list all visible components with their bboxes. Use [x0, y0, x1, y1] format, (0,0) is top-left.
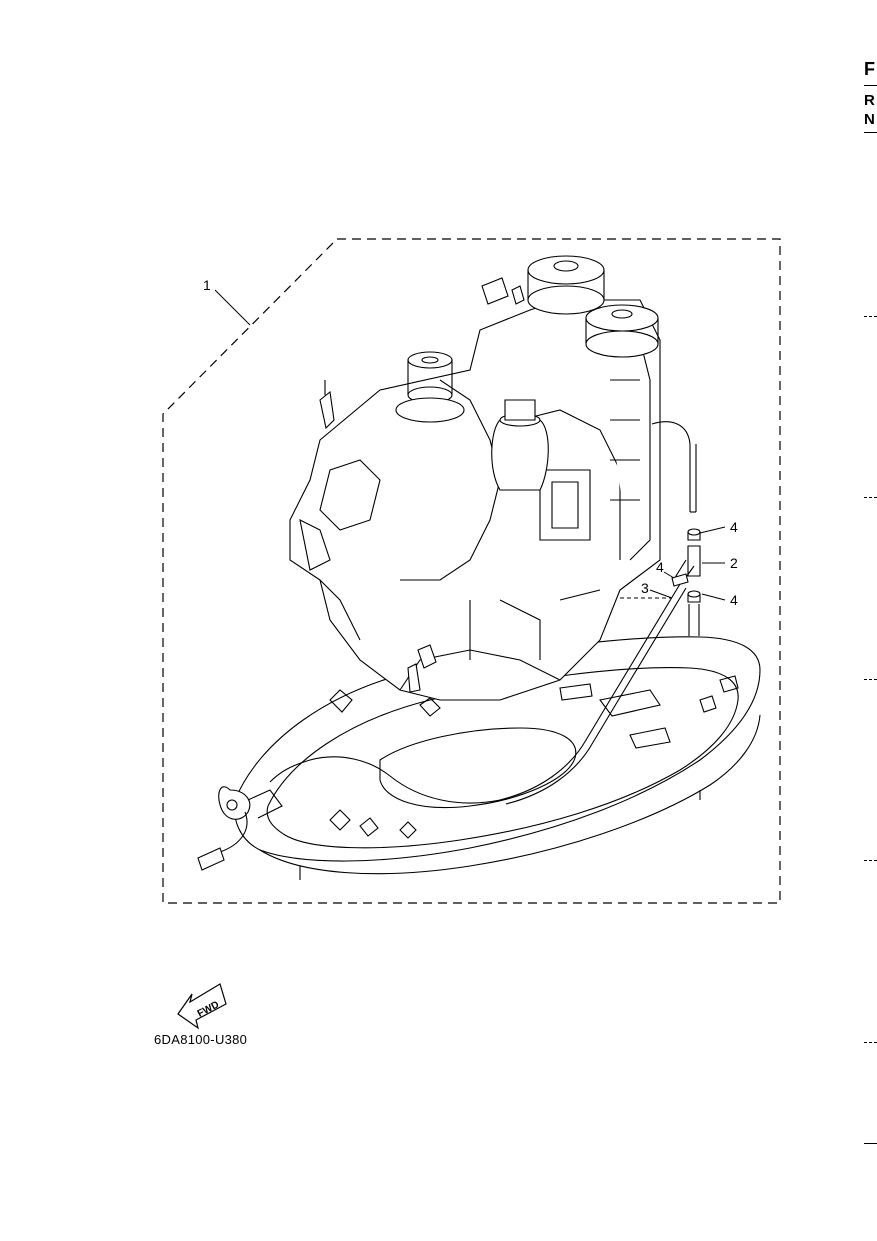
- margin-tick: [864, 1042, 877, 1043]
- fwd-arrow-icon: FWD: [177, 983, 227, 1030]
- bottom-cowling-drawing: [197, 636, 761, 880]
- margin-tick: [864, 679, 877, 680]
- index-letter-r: R: [864, 92, 875, 109]
- callout-1: 1: [203, 277, 211, 293]
- callout-4-lower: 4: [730, 592, 738, 608]
- callout-4-upper: 4: [730, 519, 738, 535]
- engine-block-drawing: [289, 255, 661, 701]
- index-letter-f: F: [864, 59, 875, 79]
- index-rule: [864, 1143, 877, 1144]
- hose-system-drawing: [269, 421, 701, 805]
- callout-3: 3: [641, 580, 649, 596]
- index-rule: [864, 132, 877, 133]
- callout-leaders: [649, 526, 726, 601]
- index-letter-n: N: [864, 111, 875, 128]
- callout-4-left: 4: [656, 559, 664, 575]
- index-rule: [864, 85, 877, 86]
- assembly-boundary: [162, 238, 781, 904]
- leader-line-1: [214, 289, 251, 326]
- margin-tick: [864, 316, 877, 317]
- margin-tick: [864, 497, 877, 498]
- diagram-code: 6DA8100-U380: [154, 1032, 248, 1047]
- callout-2: 2: [730, 555, 738, 571]
- margin-tick: [864, 860, 877, 861]
